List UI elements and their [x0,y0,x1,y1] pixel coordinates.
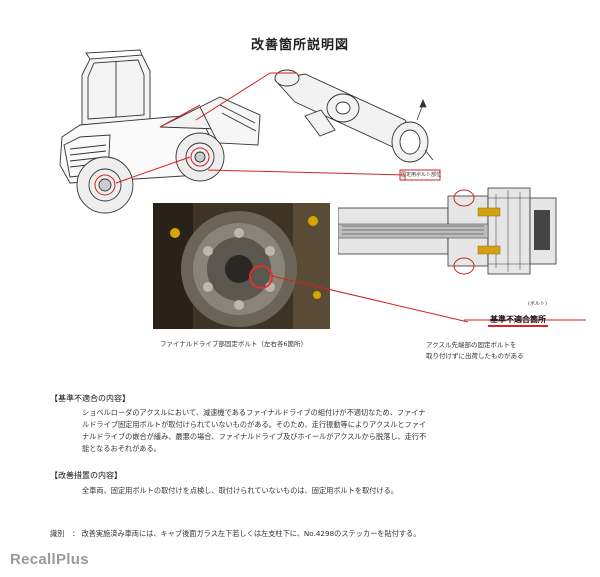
axle-note-line-1: アクスル先端部の固定ボルトを [426,341,517,349]
remedy-heading: 【改善措置の内容】 [50,471,122,480]
detail-tag-1: 国定用ボルト部位 [401,172,442,178]
defect-line: ナルドライブの嵌合が緩み、最悪の場合、ファイナルドライブ及びホイールがアクスルか… [82,432,427,441]
final-drive-photo [153,203,330,329]
identification-label: 識別 [50,529,65,538]
detail-tag-2: (ボルト) [528,301,547,307]
defect-line: ショベルローダのアクスルにおいて、減速機であるファイナルドライブの組付けが不適切… [82,408,426,417]
remedy-body: 全車両、固定用ボルトの取付けを点検し、取付けられていないものは、固定用ボルトを取… [82,486,399,495]
axle-illustration [274,69,434,163]
watermark-logo: RecallPlus [10,551,89,568]
defect-line: 能となるおそれがある。 [82,444,161,453]
axle-note-line-2: 取り付けずに出荷したものがある [426,352,524,360]
defect-body: ショベルローダのアクスルにおいて、減速機であるファイナルドライブの組付けが不適切… [82,407,552,455]
identification-text: ： 改善実施済み車両には、キャブ後面ガラス左下若しくは左支柱下に、No.4298… [72,529,421,538]
photo-caption: ファイナルドライブ部固定ボルト（左右各6箇所） [160,340,308,348]
page-title: 改善箇所説明図 [250,38,349,53]
wheel-loader-illustration [59,49,261,214]
nonconformity-label: 基準不適合箇所 [488,314,548,327]
defect-heading: 【基準不適合の内容】 [50,394,130,403]
defect-line: ルドライブ固定用ボルトが取付けられていないものがある。そのため、走行振動等により… [82,420,427,429]
final-drive-cross-section [338,168,560,320]
